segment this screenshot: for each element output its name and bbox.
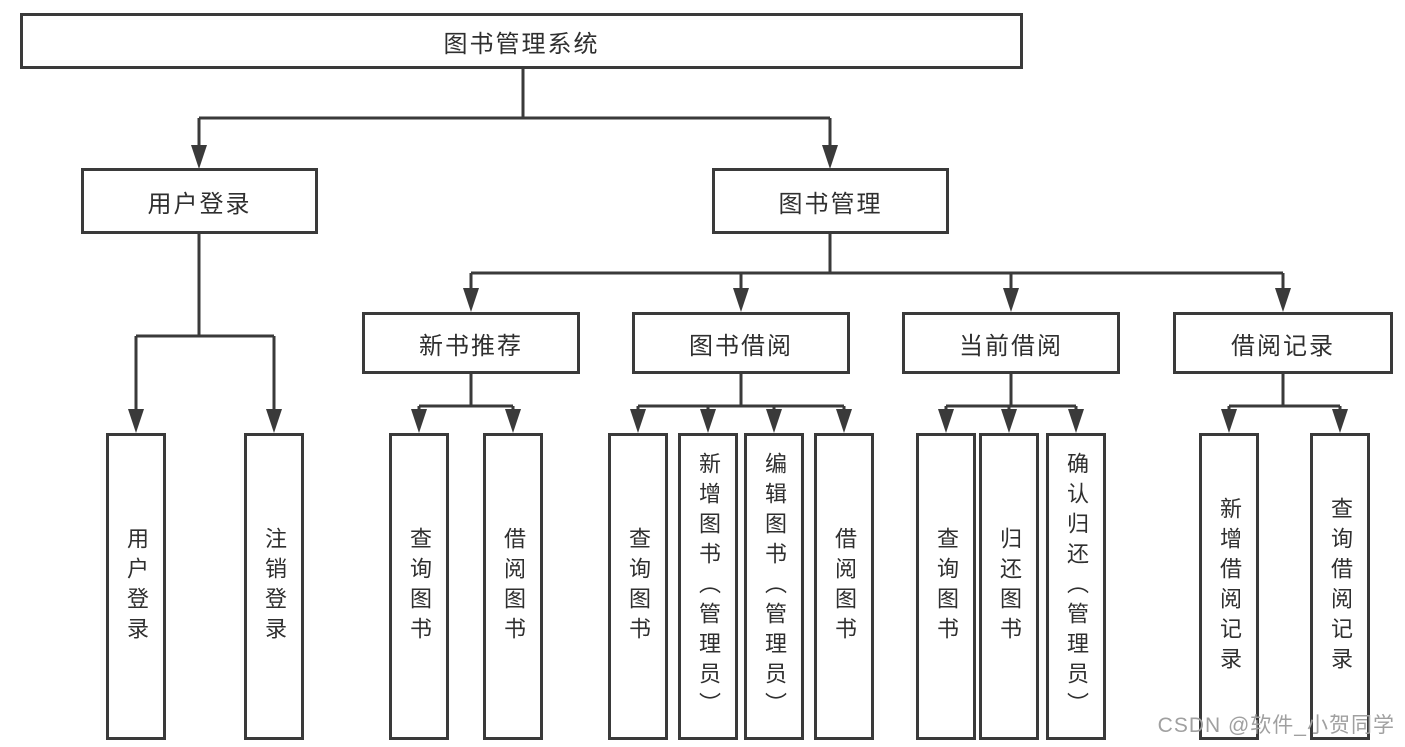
leaf-logout: 注销登录	[244, 433, 304, 740]
leaf-borrow-books-1-label: 借阅图书	[501, 526, 526, 647]
leaf-edit-books-admin: 编辑图书（管理员）	[744, 433, 804, 740]
leaf-edit-books-admin-label: 编辑图书（管理员）	[762, 451, 787, 722]
watermark: CSDN @软件_小贺同学	[1157, 714, 1395, 737]
node-current-borrow: 当前借阅	[902, 312, 1120, 374]
leaf-add-books-admin: 新增图书（管理员）	[678, 433, 738, 740]
leaf-user-login-label: 用户登录	[124, 526, 149, 647]
leaf-query-books-2: 查询图书	[608, 433, 668, 740]
leaf-query-books-1-label: 查询图书	[407, 526, 432, 647]
leaf-confirm-return-admin: 确认归还（管理员）	[1046, 433, 1106, 740]
node-borrow-record: 借阅记录	[1173, 312, 1393, 374]
leaf-borrow-books-2: 借阅图书	[814, 433, 874, 740]
leaf-borrow-books-1: 借阅图书	[483, 433, 543, 740]
leaf-borrow-books-2-label: 借阅图书	[832, 526, 857, 647]
leaf-query-books-2-label: 查询图书	[626, 526, 651, 647]
node-library-system: 图书管理系统	[20, 13, 1023, 69]
leaf-add-borrow-record-label: 新增借阅记录	[1217, 496, 1242, 677]
leaf-add-borrow-record: 新增借阅记录	[1199, 433, 1259, 740]
node-user-login-group: 用户登录	[81, 168, 318, 234]
leaf-confirm-return-admin-label: 确认归还（管理员）	[1064, 451, 1089, 722]
node-new-book-recommend: 新书推荐	[362, 312, 580, 374]
leaf-query-borrow-record-label: 查询借阅记录	[1328, 496, 1353, 677]
node-book-management-group: 图书管理	[712, 168, 949, 234]
node-book-borrow: 图书借阅	[632, 312, 850, 374]
leaf-return-books-label: 归还图书	[997, 526, 1022, 647]
leaf-query-books-3: 查询图书	[916, 433, 976, 740]
leaf-query-borrow-record: 查询借阅记录	[1310, 433, 1370, 740]
leaf-logout-label: 注销登录	[262, 526, 287, 647]
leaf-query-books-3-label: 查询图书	[934, 526, 959, 647]
leaf-add-books-admin-label: 新增图书（管理员）	[696, 451, 721, 722]
leaf-user-login: 用户登录	[106, 433, 166, 740]
leaf-query-books-1: 查询图书	[389, 433, 449, 740]
leaf-return-books: 归还图书	[979, 433, 1039, 740]
